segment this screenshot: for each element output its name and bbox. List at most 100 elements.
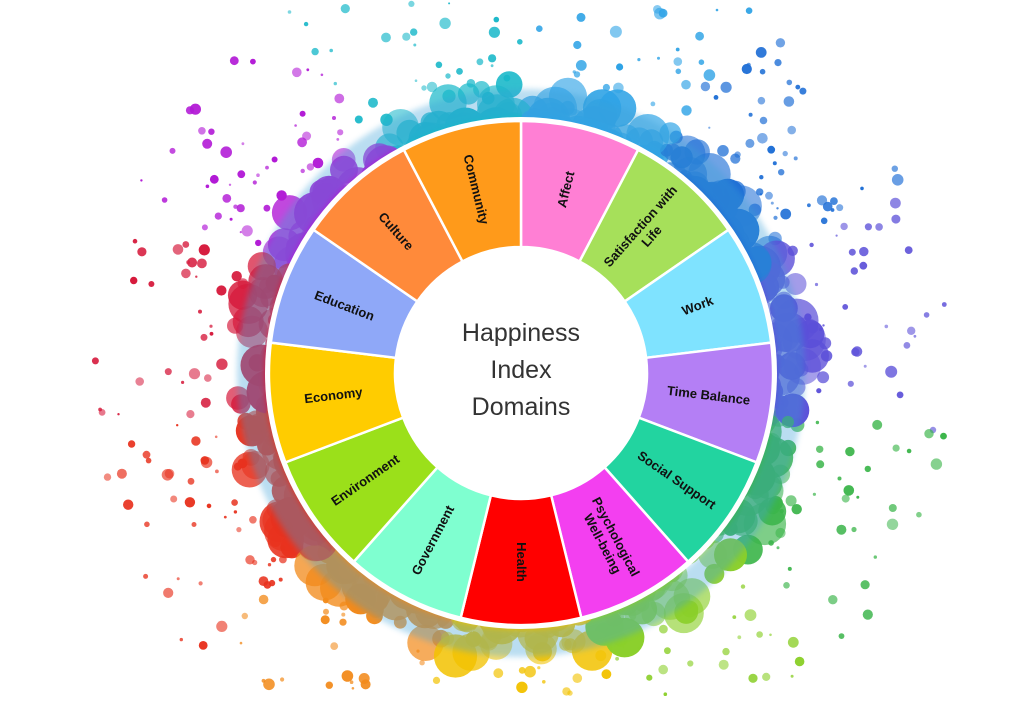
paint-splash-dot [830, 208, 835, 212]
paint-splash-dot [198, 244, 210, 256]
paint-splash-dot [851, 526, 857, 533]
paint-splash-dot [809, 242, 814, 248]
paint-splash-dot [892, 444, 900, 452]
paint-splash-dot [255, 239, 262, 247]
paint-splash-dot [349, 680, 354, 684]
paint-splash-dot [713, 95, 719, 100]
paint-splash-dot [848, 248, 856, 256]
paint-splash-dot [888, 504, 897, 512]
paint-splash-dot [687, 660, 694, 667]
paint-splash-dot [231, 271, 242, 282]
label-health: Health [514, 542, 529, 582]
paint-splash-dot [297, 137, 307, 148]
paint-splash-dot [838, 633, 845, 639]
paint-splash-dot [164, 468, 175, 479]
paint-splash-dot [517, 39, 523, 45]
paint-splash-dot [233, 204, 238, 209]
paint-splash-dot [815, 420, 820, 425]
paint-splash-dot [263, 204, 271, 212]
paint-splash-dot [426, 81, 438, 93]
paint-splash-dot [421, 85, 427, 91]
paint-splash-dot [493, 668, 504, 679]
paint-splash-dot [774, 59, 782, 67]
paint-splash-dot [229, 56, 239, 66]
paint-splash-dot [209, 324, 213, 328]
paint-splash-dot [708, 126, 711, 129]
paint-splash-dot [135, 377, 144, 386]
paint-splash-dot [794, 656, 805, 667]
paint-splash-dot [341, 612, 346, 617]
paint-splash-dot [828, 595, 838, 605]
paint-splash-dot [191, 436, 201, 446]
center-title-line-3: Domains [472, 393, 571, 421]
paint-splash-dot [575, 60, 587, 71]
paint-splash-dot [179, 637, 183, 642]
paint-splash-dot [278, 577, 283, 582]
paint-splash-dot [860, 186, 864, 191]
paint-splash-dot [769, 633, 772, 637]
paint-splash-dot [615, 656, 619, 661]
paint-splash-dot [231, 499, 238, 506]
paint-splash-dot [787, 566, 792, 571]
paint-splash-dot [885, 365, 898, 378]
paint-splash-dot [659, 624, 668, 634]
center-circle [395, 247, 647, 499]
paint-splash-dot [830, 197, 838, 206]
paint-splash-dot [354, 115, 363, 124]
paint-splash-dot [205, 184, 210, 189]
paint-splash-dot [762, 672, 771, 682]
paint-splash-dot [209, 174, 219, 184]
paint-splash-dot [923, 312, 930, 318]
paint-splash-dot [250, 58, 256, 65]
paint-splash-dot [799, 87, 807, 95]
paint-splash-dot [891, 174, 904, 186]
paint-splash-dot [757, 133, 768, 144]
paint-splash-dot [875, 223, 883, 231]
paint-splash-dot [542, 680, 546, 684]
center-title-line-1: Happiness [462, 319, 580, 347]
paint-splash-dot [188, 368, 201, 380]
paint-splash-dot [650, 101, 656, 107]
paint-splash-dot [772, 161, 777, 166]
paint-splash-dot [816, 388, 822, 394]
paint-splash-dot [717, 145, 729, 157]
paint-splash-dot [185, 106, 195, 115]
paint-splash-dot [745, 7, 753, 14]
paint-splash-dot [368, 97, 378, 108]
paint-splash-dot [222, 194, 232, 203]
paint-splash-dot [759, 193, 763, 196]
paint-splash-dot [236, 204, 245, 213]
paint-splash-dot [216, 358, 228, 370]
paint-splash-ring [237, 89, 805, 657]
label-economy-line-1: Economy [303, 384, 364, 406]
paint-splash-dot [445, 73, 451, 79]
label-economy: Economy [303, 384, 364, 406]
paint-splash-dot [267, 563, 272, 567]
paint-splash-dot [787, 636, 799, 648]
paint-splash-dot [779, 509, 784, 514]
paint-splash-dot [202, 138, 213, 149]
paint-splash-dot [216, 620, 228, 633]
paint-splash-dot [176, 424, 179, 427]
paint-splash-dot [145, 457, 152, 464]
center-title-line-2: Index [490, 356, 552, 384]
paint-splash-dot [613, 82, 624, 94]
paint-splash-dot [767, 145, 776, 154]
paint-splash-dot [241, 225, 253, 237]
paint-splash-dot [209, 331, 214, 336]
paint-splash-dot [820, 217, 828, 225]
paint-splash-dot [256, 173, 260, 177]
paint-splash-dot [229, 217, 233, 221]
paint-splash-dot [198, 641, 208, 650]
paint-splash-dot [759, 116, 768, 125]
paint-splash-dot [206, 503, 212, 509]
paint-splash-dot [822, 324, 825, 327]
paint-splash-dot [144, 521, 150, 528]
paint-splash-dot [198, 581, 203, 586]
paint-splash-dot [320, 615, 330, 625]
paint-splash-dot [381, 32, 391, 43]
paint-splash-dot [573, 40, 582, 50]
paint-splash-dot [782, 150, 788, 157]
paint-splash-dot [414, 79, 418, 82]
paint-splash-dot [817, 371, 830, 384]
